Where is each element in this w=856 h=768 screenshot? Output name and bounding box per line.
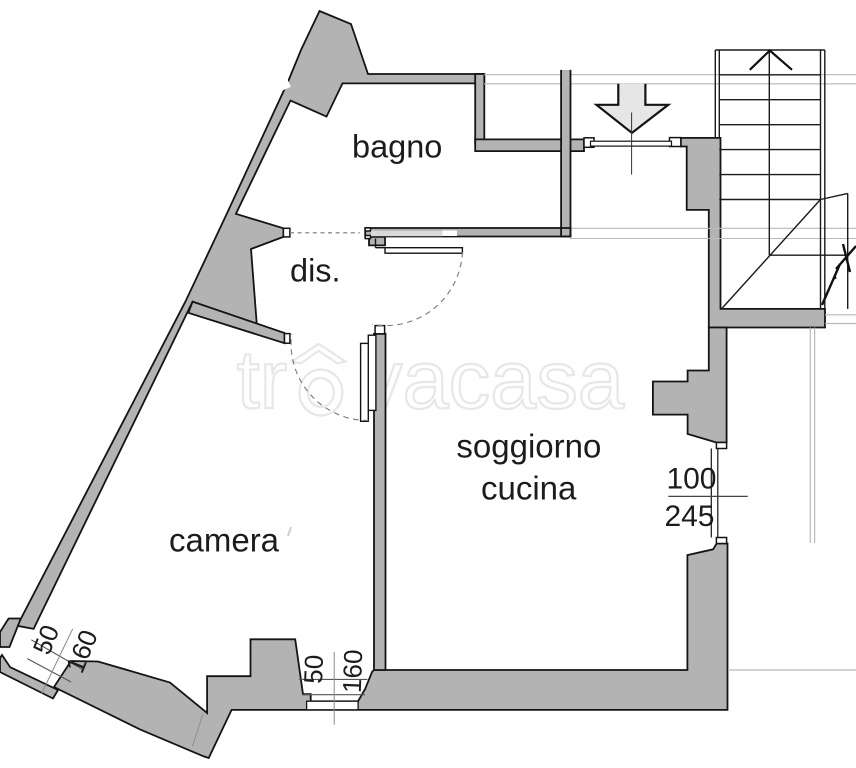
svg-text:bagno: bagno: [352, 128, 442, 164]
svg-text:245: 245: [664, 500, 714, 533]
svg-text:camera: camera: [169, 522, 280, 559]
svg-text:cucina: cucina: [481, 469, 577, 506]
svg-text:50: 50: [298, 654, 329, 684]
svg-text:dis.: dis.: [290, 253, 341, 289]
svg-text:soggiorno: soggiorno: [456, 427, 601, 464]
svg-text:tr: tr: [237, 333, 288, 426]
svg-text:vacasa: vacasa: [361, 333, 625, 426]
svg-text:100: 100: [666, 462, 716, 495]
svg-text:160: 160: [337, 649, 368, 693]
